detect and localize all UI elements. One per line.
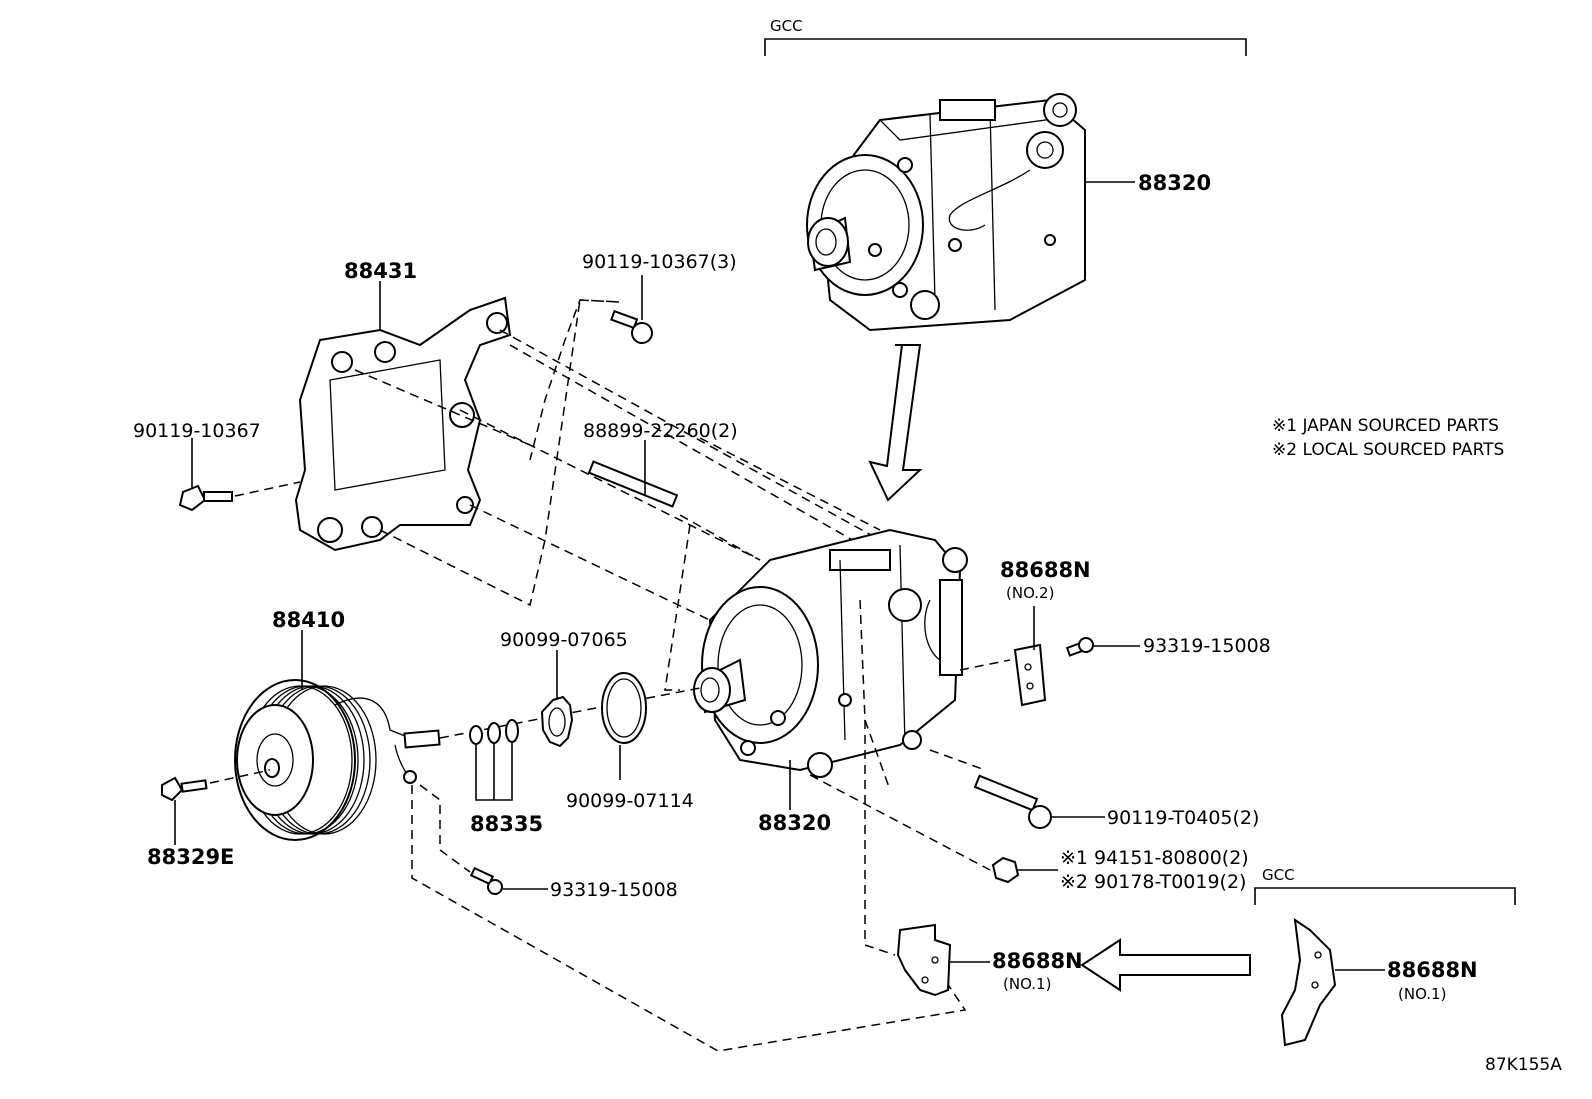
nut-illustration	[991, 856, 1020, 884]
label-snap-ring-2: 90099-07114	[566, 790, 694, 812]
bracket-no1-illustration	[896, 923, 952, 997]
label-compressor-gcc: 88320	[1138, 171, 1211, 195]
stud-illustration	[587, 460, 679, 508]
screw-lower-illustration	[469, 866, 503, 895]
down-arrow-icon	[868, 344, 923, 502]
label-bolt-bracket: 90119-10367	[133, 420, 261, 442]
compressor-gcc-illustration	[806, 93, 1086, 332]
legend-note-local: ※2 LOCAL SOURCED PARTS	[1272, 440, 1504, 460]
label-stud: 88899-22260(2)	[583, 420, 738, 442]
shims-illustration	[469, 719, 519, 745]
bracket-no1-gcc-illustration	[1280, 917, 1337, 1047]
label-bracket-no2: 88688N	[1000, 558, 1091, 582]
label-nut-local: ※2 90178-T0019(2)	[1060, 871, 1246, 893]
gcc-label-top: GCC	[770, 17, 803, 35]
label-bracket-no2-sub: (NO.2)	[1006, 584, 1054, 602]
label-bracket-no1: 88688N	[992, 949, 1083, 973]
label-shims: 88335	[470, 812, 543, 836]
bolt-long-illustration	[973, 774, 1052, 829]
label-bolt-long: 90119-T0405(2)	[1107, 807, 1259, 829]
clutch-pulley-illustration	[234, 679, 441, 841]
bracket-no2-illustration	[1013, 643, 1047, 707]
label-clutch-bolt: 88329E	[147, 845, 234, 869]
gcc-label-right: GCC	[1262, 866, 1295, 884]
label-bolt-top3: 90119-10367(3)	[582, 251, 737, 273]
left-arrow-icon	[1080, 938, 1251, 992]
mounting-bracket-illustration	[294, 296, 512, 552]
snap-ring-2-illustration	[601, 672, 647, 744]
label-mounting-bracket: 88431	[344, 259, 417, 283]
label-bracket-no1-sub: (NO.1)	[1003, 975, 1051, 993]
screw-right-illustration	[1065, 637, 1094, 657]
label-bracket-no1-gcc-sub: (NO.1)	[1398, 985, 1446, 1003]
gcc-group-bracket-top: GCC	[764, 17, 1247, 56]
legend-note-japan: ※1 JAPAN SOURCED PARTS	[1272, 416, 1499, 436]
compressor-main-illustration	[693, 528, 968, 778]
label-clutch: 88410	[272, 608, 345, 632]
snap-ring-1-illustration	[540, 695, 574, 748]
bolt-top-illustration	[610, 309, 653, 344]
gcc-group-bracket-right: GCC	[1254, 866, 1516, 905]
bolt-bracket-illustration	[178, 484, 233, 512]
label-screw-lower: 93319-15008	[550, 879, 678, 901]
label-nut-japan: ※1 94151-80800(2)	[1060, 847, 1249, 869]
label-screw-right: 93319-15008	[1143, 635, 1271, 657]
label-compressor-main: 88320	[758, 811, 831, 835]
label-bracket-no1-gcc: 88688N	[1387, 958, 1478, 982]
figure-code: 87K155A	[1485, 1055, 1562, 1075]
label-snap-ring-1: 90099-07065	[500, 629, 628, 651]
clutch-bolt-illustration	[161, 776, 208, 802]
